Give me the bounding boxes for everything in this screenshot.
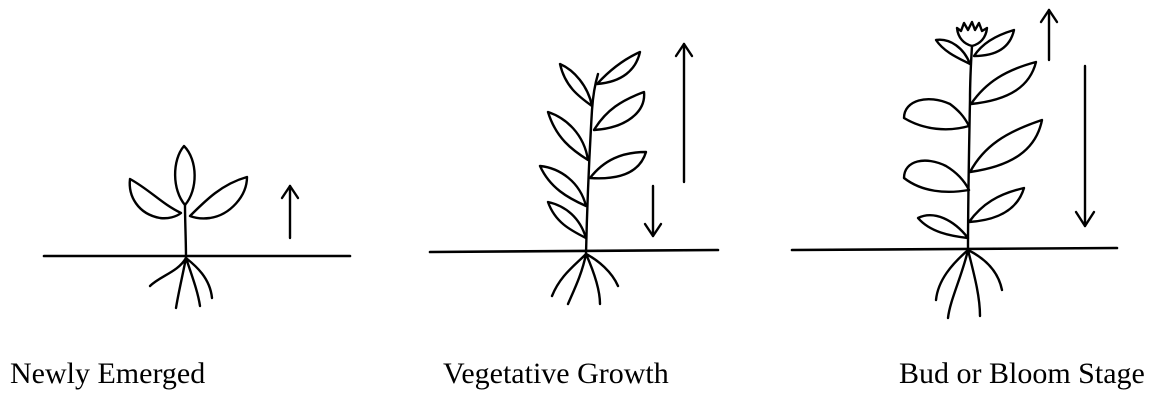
up-arrow — [282, 186, 298, 238]
plant-roots — [936, 250, 1002, 318]
plant-leaf — [594, 92, 644, 130]
up-arrow — [676, 44, 692, 182]
down-arrow — [1076, 66, 1094, 226]
plant-stem — [185, 205, 186, 258]
plant-leaf — [540, 166, 586, 206]
down-arrow — [645, 186, 661, 236]
plant-leaf — [548, 202, 586, 238]
up-arrow — [1041, 10, 1057, 60]
stage-newly-emerged — [44, 146, 350, 308]
plant-roots — [552, 254, 618, 304]
ground-line — [430, 250, 718, 252]
ground-line — [792, 248, 1117, 250]
plant-leaf — [971, 62, 1036, 104]
plant-leaf — [560, 64, 592, 106]
plant-leaf — [175, 146, 195, 205]
plant-leaf — [904, 161, 969, 192]
plant-roots — [150, 258, 212, 308]
flower-bud — [957, 22, 987, 46]
stage-label-vegetative-growth: Vegetative Growth — [443, 359, 669, 389]
plant-leaf — [597, 52, 640, 84]
stage-label-newly-emerged: Newly Emerged — [10, 359, 205, 389]
plant-leaf — [130, 179, 181, 218]
stage-bud-or-bloom — [792, 10, 1117, 318]
stage-vegetative-growth — [430, 44, 718, 304]
plant-leaf — [590, 152, 646, 178]
stage-label-bud-or-bloom: Bud or Bloom Stage — [899, 359, 1145, 389]
plant-leaf — [904, 99, 969, 129]
plant-leaf — [548, 112, 588, 160]
plant-leaf — [970, 120, 1042, 172]
plant-leaf — [190, 177, 247, 218]
plant-leaf — [969, 188, 1024, 222]
plant-leaf — [918, 215, 968, 238]
